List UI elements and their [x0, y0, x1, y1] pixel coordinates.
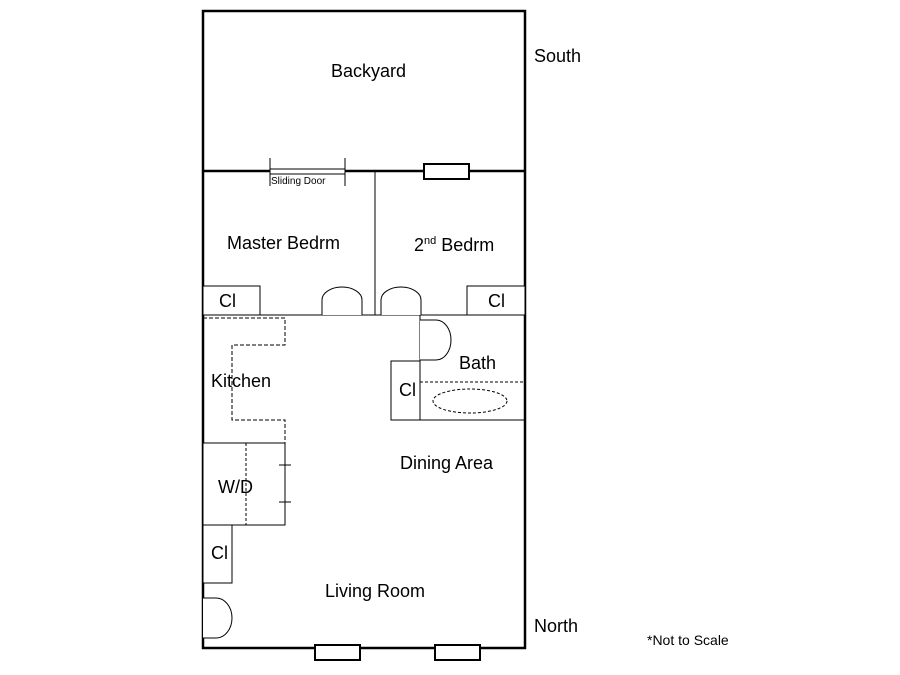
label-closet-bath: Cl	[399, 380, 416, 400]
door-bath	[420, 319, 452, 361]
label-second-bedroom-suffix: nd	[424, 235, 437, 247]
kitchen-counter	[203, 317, 286, 444]
label-north: North	[534, 616, 579, 636]
label-second-bedroom: 2nd Bedrm	[414, 235, 494, 256]
label-master-bedroom: Master Bedrm	[227, 233, 341, 253]
label-kitchen: Kitchen	[211, 371, 272, 391]
label-second-bedroom-number: 2	[414, 235, 425, 255]
closet-bath	[390, 360, 421, 421]
sliding-door	[269, 158, 346, 186]
label-closet-master: Cl	[219, 291, 236, 311]
label-second-bedroom-word: Bedrm	[441, 235, 495, 255]
label-sliding-door: Sliding Door	[271, 176, 326, 187]
note-not-to-scale: *Not to Scale	[647, 632, 729, 648]
label-bath: Bath	[459, 353, 497, 373]
label-living-room: Living Room	[325, 581, 426, 601]
label-closet-second: Cl	[488, 291, 505, 311]
label-dining-area: Dining Area	[400, 453, 494, 473]
label-closet-living: Cl	[211, 543, 228, 563]
closet-second	[466, 285, 526, 316]
outer-wall	[201, 9, 527, 650]
washer-dryer-box	[202, 442, 286, 526]
window-south	[423, 163, 470, 180]
label-backyard: Backyard	[331, 61, 407, 81]
label-washer-dryer: W/D	[218, 477, 253, 497]
window-north-right	[434, 644, 481, 661]
window-north-left	[314, 644, 361, 661]
closet-master	[202, 285, 261, 316]
bathtub	[432, 388, 508, 414]
door-master-bedroom	[321, 286, 363, 315]
label-south: South	[534, 46, 582, 66]
door-entry	[203, 597, 233, 639]
closet-living	[202, 524, 233, 584]
door-second-bedroom	[380, 286, 422, 315]
